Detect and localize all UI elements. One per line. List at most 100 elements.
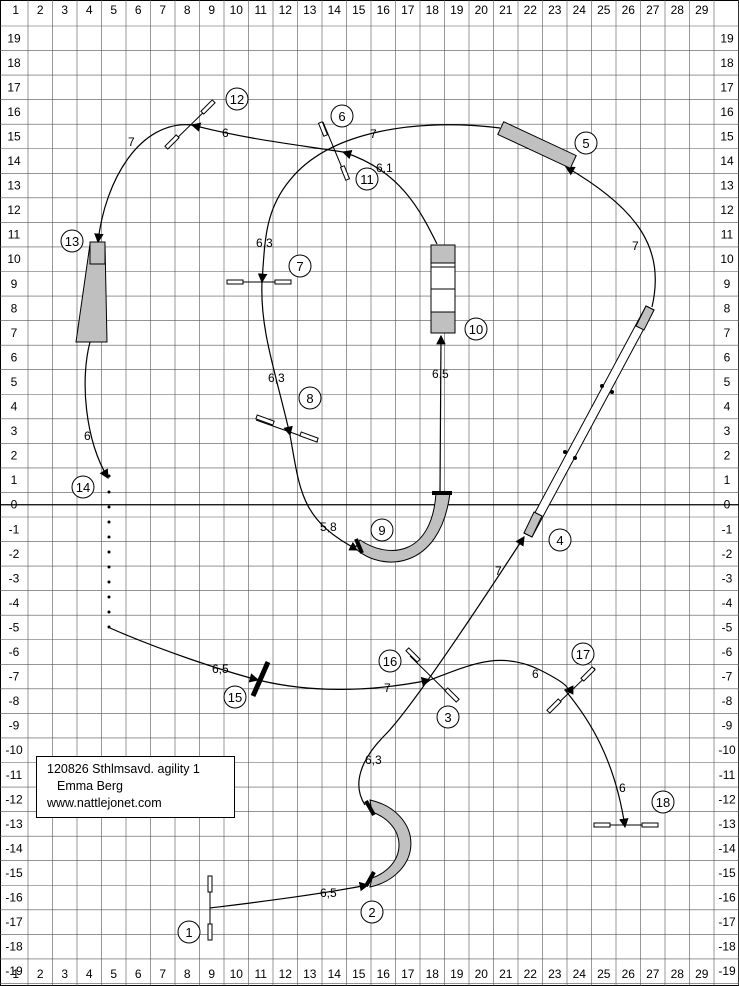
row-label-left: 8 (11, 301, 18, 315)
row-label-left: 11 (8, 228, 21, 242)
obstacle-number-6: 6 (330, 104, 354, 128)
obstacle-jump-8 (255, 414, 319, 443)
obstacle-number-14: 14 (71, 475, 95, 499)
row-label-right: -11 (719, 768, 736, 782)
column-label-top: 27 (646, 3, 660, 17)
column-label-bottom: 15 (352, 967, 366, 981)
row-label-right: -12 (718, 792, 736, 806)
column-label-bottom: 25 (597, 967, 611, 981)
column-label-top: 7 (159, 3, 166, 17)
tunnel-2-ends (364, 800, 376, 887)
row-label-left: -6 (9, 645, 20, 659)
website: www.nattlejonet.com (47, 796, 162, 810)
obstacle-jump-12 (164, 99, 216, 150)
row-label-right: -14 (718, 841, 736, 855)
distance-label: 6 (532, 667, 539, 681)
svg-text:17: 17 (576, 647, 590, 662)
row-label-right: 7 (724, 326, 731, 340)
column-label-bottom: 5 (110, 967, 117, 981)
row-label-left: 12 (7, 203, 21, 217)
svg-text:18: 18 (656, 795, 670, 810)
svg-text:1: 1 (185, 925, 192, 940)
row-label-left: 6 (11, 350, 18, 364)
obstacle-number-1: 1 (177, 920, 201, 944)
svg-text:6: 6 (338, 109, 345, 124)
svg-text:3: 3 (444, 710, 451, 725)
column-label-top: 18 (426, 3, 440, 17)
row-label-right: 17 (720, 80, 734, 94)
svg-text:14: 14 (76, 480, 90, 495)
distance-label: 6,1 (376, 161, 393, 175)
column-label-bottom: 19 (450, 967, 464, 981)
distance-labels: 6,5 6,3 7 7 6,5 5,8 6,3 6,3 6,1 7 6 7 6 … (84, 126, 639, 900)
svg-text:15: 15 (228, 690, 242, 705)
row-label-right: 18 (720, 56, 734, 70)
obstacle-number-4: 4 (548, 528, 572, 552)
row-label-left: -15 (5, 866, 23, 880)
row-label-right: -15 (718, 866, 736, 880)
row-label-left: -7 (9, 670, 20, 684)
column-label-top: 6 (135, 3, 142, 17)
column-label-bottom: 4 (86, 967, 93, 981)
row-label-right: 10 (720, 252, 734, 266)
column-label-top: 14 (328, 3, 342, 17)
row-label-left: 0 (11, 498, 18, 512)
judge-name: Emma Berg (57, 779, 123, 793)
column-label-top: 1 (12, 3, 19, 17)
row-label-right: -7 (722, 670, 733, 684)
column-label-bottom: 16 (377, 967, 391, 981)
row-label-right: 5 (724, 375, 731, 389)
column-label-top: 9 (208, 3, 215, 17)
column-label-top: 12 (279, 3, 293, 17)
column-label-top: 23 (548, 3, 562, 17)
course-info-box: 120826 Sthlmsavd. agility 1 Emma Berg ww… (36, 756, 235, 818)
column-label-bottom: 3 (61, 967, 68, 981)
row-label-right: -5 (722, 620, 733, 634)
column-label-bottom: 29 (695, 967, 709, 981)
row-label-left: -19 (5, 964, 23, 978)
row-label-left: 15 (7, 129, 21, 143)
column-label-top: 17 (401, 3, 415, 17)
distance-label: 6,5 (432, 367, 449, 381)
column-label-top: 10 (230, 3, 244, 17)
row-label-right: -8 (722, 694, 733, 708)
row-label-left: -16 (5, 891, 23, 905)
row-label-right: 15 (720, 129, 734, 143)
column-label-top: 15 (352, 3, 366, 17)
column-label-bottom: 22 (524, 967, 538, 981)
column-label-bottom: 11 (255, 967, 268, 981)
row-label-right: -4 (722, 596, 733, 610)
row-label-left: -2 (9, 547, 20, 561)
row-label-left: -1 (9, 522, 20, 536)
row-label-left: 1 (11, 473, 18, 487)
svg-text:8: 8 (306, 391, 313, 406)
column-label-bottom: 28 (671, 967, 685, 981)
column-label-bottom: 24 (573, 967, 587, 981)
distance-label: 7 (495, 564, 502, 578)
row-label-right: -16 (718, 891, 736, 905)
distance-label: 6,5 (320, 886, 337, 900)
row-label-right: -19 (718, 964, 736, 978)
svg-text:13: 13 (65, 234, 79, 249)
row-label-right: 1 (724, 473, 731, 487)
row-label-right: -9 (722, 719, 733, 733)
column-label-bottom: 2 (37, 967, 44, 981)
obstacle-weave-14 (107, 474, 111, 629)
obstacle-numbers: 1 2 3 4 5 6 7 8 9 10 11 12 13 14 15 16 1… (60, 87, 675, 944)
column-label-bottom: 17 (401, 967, 415, 981)
distance-label: 5,8 (320, 520, 337, 534)
obstacle-number-3: 3 (436, 705, 460, 729)
column-label-top: 5 (110, 3, 117, 17)
tunnel-9-ends (354, 491, 452, 554)
row-label-left: 18 (7, 56, 21, 70)
row-label-left: -8 (9, 694, 20, 708)
svg-text:12: 12 (230, 92, 244, 107)
row-label-left: 4 (11, 400, 18, 414)
column-label-top: 22 (524, 3, 538, 17)
row-label-left: 10 (7, 252, 21, 266)
row-label-left: -10 (5, 743, 23, 757)
row-label-left: 13 (7, 179, 21, 193)
column-label-bottom: 12 (279, 967, 293, 981)
obstacle-tunnel-9 (354, 492, 451, 563)
